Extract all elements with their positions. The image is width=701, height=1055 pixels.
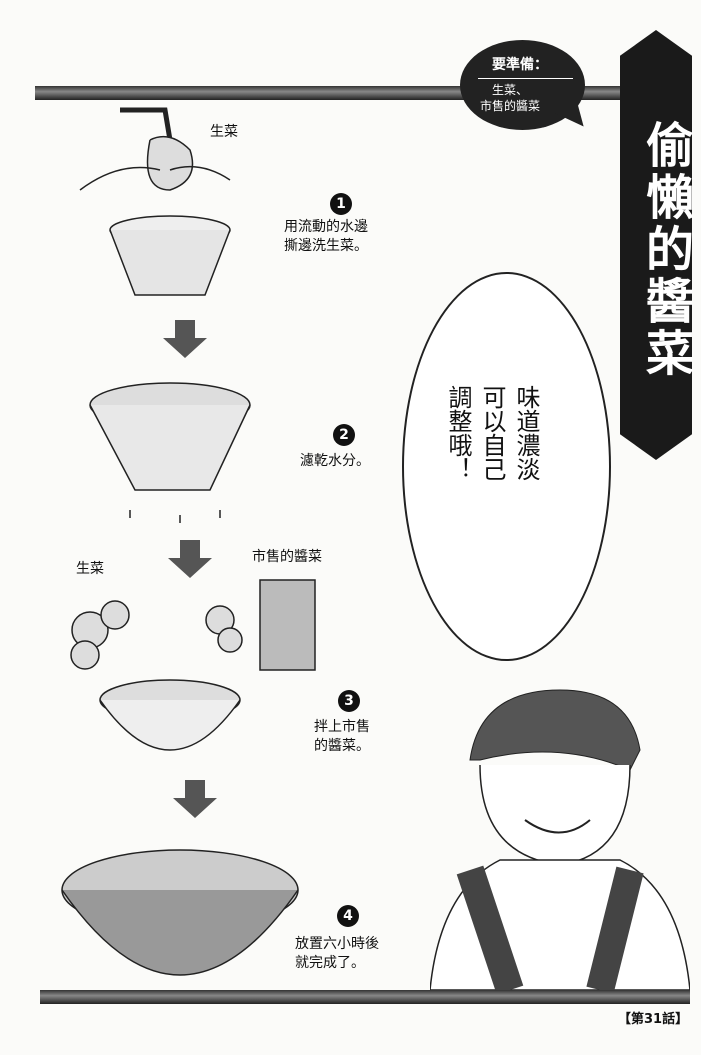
speech-line-2: 可以自己 xyxy=(478,385,506,481)
arrow-down-icon xyxy=(163,320,207,358)
ingredients-bubble xyxy=(460,40,585,130)
step-2-text: 濾乾水分。 xyxy=(300,453,370,469)
label-pickles: 市售的醬菜 xyxy=(252,549,322,565)
step-1-number: 1 xyxy=(330,193,352,215)
label-lettuce-top: 生菜 xyxy=(210,124,238,140)
label-lettuce-left: 生菜 xyxy=(76,561,104,577)
page-title: 偷懶的醬菜 xyxy=(637,120,693,380)
step-2-number: 2 xyxy=(333,424,355,446)
speech-bubble xyxy=(402,272,611,661)
arrow-down-icon xyxy=(173,780,217,818)
character-illustration xyxy=(430,689,690,990)
ingredient-1: 生菜、 xyxy=(492,83,529,97)
finished-bowl-illustration xyxy=(61,849,299,976)
draining-illustration xyxy=(89,382,251,523)
step-4-number: 4 xyxy=(337,905,359,927)
step-4-text: 放置六小時後 就完成了。 xyxy=(295,936,379,971)
arrow-down-icon xyxy=(168,540,212,578)
title-banner xyxy=(620,30,692,460)
step-3-text: 拌上市售 的醬菜。 xyxy=(314,719,370,754)
step-1-text: 用流動的水邊 撕邊洗生菜。 xyxy=(284,219,368,254)
washing-illustration xyxy=(79,107,231,296)
chapter-footer: 【第31話】 xyxy=(618,1012,689,1027)
recipe-illustrations xyxy=(61,107,316,976)
step-3-number: 3 xyxy=(338,690,360,712)
mixing-illustration xyxy=(70,579,316,751)
ingredients-heading: 要準備： xyxy=(492,57,548,73)
speech-text: 味道濃淡 可以自己 調整哦！ xyxy=(444,385,540,481)
divider xyxy=(478,78,573,79)
bottom-rule xyxy=(40,990,690,1004)
speech-line-3: 調整哦！ xyxy=(444,385,472,481)
ingredient-2: 市售的醬菜 xyxy=(480,99,541,113)
speech-line-1: 味道濃淡 xyxy=(512,385,540,481)
